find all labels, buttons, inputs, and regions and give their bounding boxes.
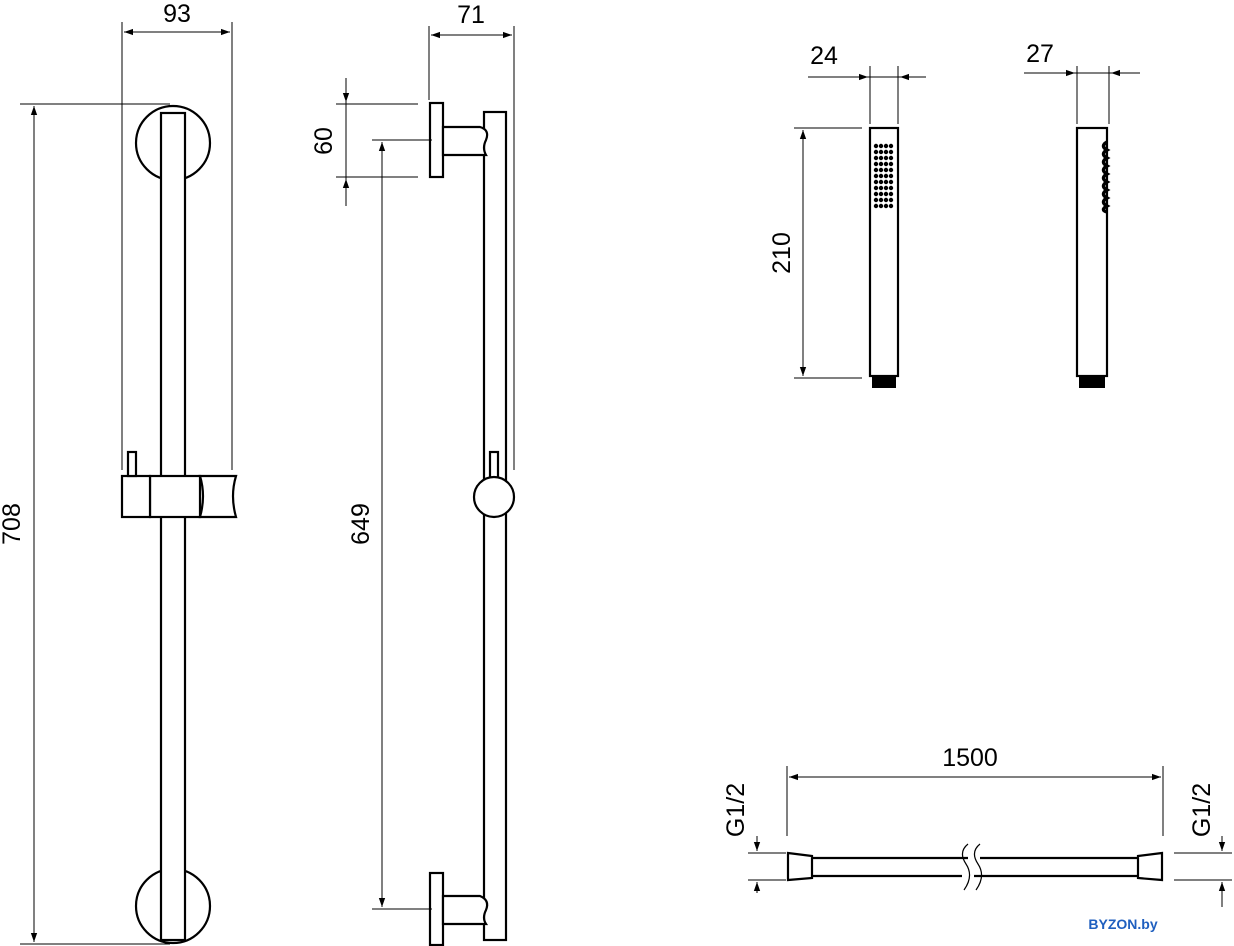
dim-side-spacing: 649	[347, 503, 375, 545]
dim-side-bracket: 60	[310, 127, 338, 155]
dim-hose-thread-left: G1/2	[722, 783, 750, 837]
dim-handshower-length: 210	[768, 232, 796, 274]
side-slider-knob	[472, 475, 516, 519]
dim-handshower-width-side: 27	[1026, 40, 1054, 68]
front-slider	[120, 450, 238, 519]
handshower-side: 27	[1024, 40, 1140, 388]
hose: 1500 G1/2 G1/2	[722, 744, 1232, 907]
dim-handshower-width-front: 24	[810, 42, 838, 70]
dim-side-depth: 71	[457, 1, 485, 29]
dim-front-height: 708	[0, 503, 26, 545]
side-rail	[482, 110, 508, 942]
brand-watermark: BYZON.by	[1088, 916, 1157, 932]
front-view: 93 708	[0, 0, 238, 945]
side-view: 71 60 649	[310, 1, 516, 946]
dim-front-width: 93	[163, 0, 191, 28]
dim-hose-thread-right: G1/2	[1188, 783, 1216, 837]
handshower-front: 24 210	[768, 42, 926, 388]
front-rail	[159, 111, 187, 942]
dim-hose-length: 1500	[942, 744, 998, 772]
